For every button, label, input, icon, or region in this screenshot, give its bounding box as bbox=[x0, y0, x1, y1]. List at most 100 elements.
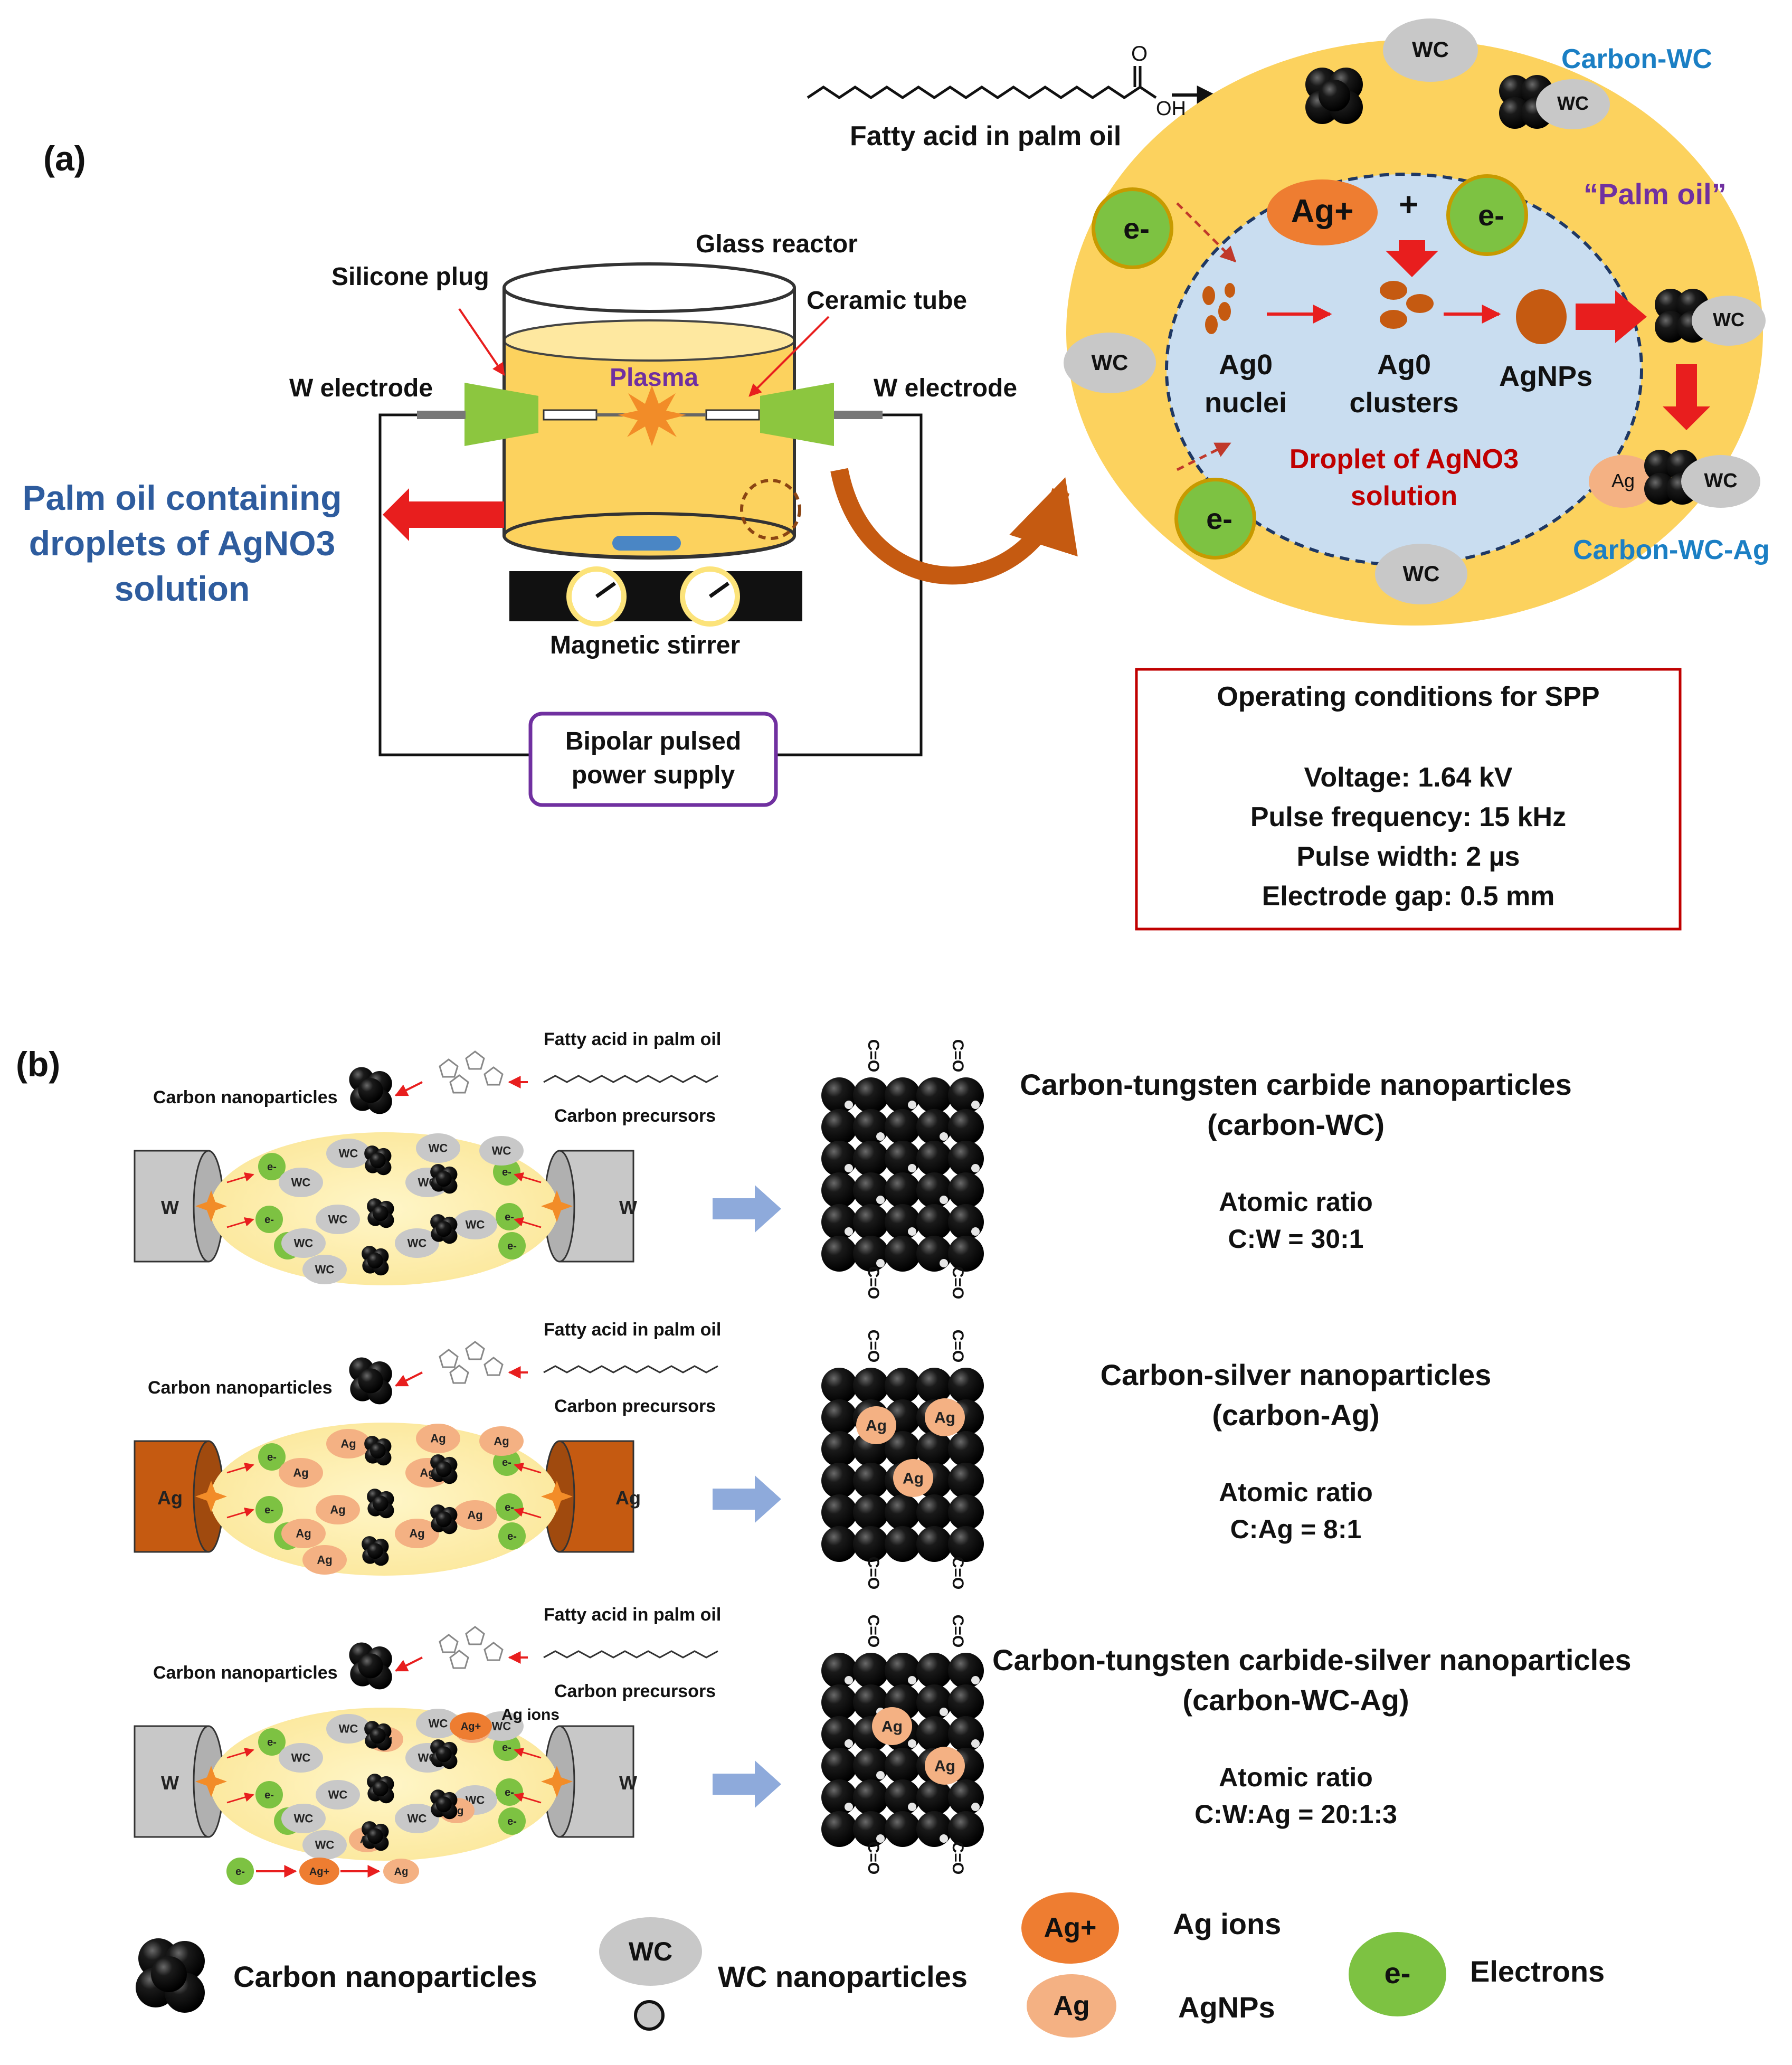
wc-dot bbox=[940, 1834, 948, 1843]
ag0-clusters bbox=[1380, 281, 1434, 329]
carbon-sphere bbox=[821, 1399, 857, 1435]
carbonyl-group: C=O bbox=[949, 1039, 966, 1073]
svg-text:e-: e- bbox=[502, 1457, 511, 1469]
carbon-sphere bbox=[948, 1684, 984, 1720]
electrode-label: Ag bbox=[157, 1487, 183, 1509]
carbon-sphere bbox=[916, 1141, 952, 1177]
carbon-nanoparticle-icon bbox=[430, 1164, 458, 1194]
wc-badge: WC bbox=[279, 1168, 323, 1197]
carbon-sphere bbox=[885, 1811, 921, 1847]
legend-wc-badge-label: WC bbox=[628, 1937, 673, 1966]
carbonyl-group: C=O bbox=[949, 1330, 966, 1363]
carbon-nanoparticles-label: Carbon nanoparticles bbox=[153, 1663, 338, 1683]
arrow-palm-oil-out bbox=[383, 488, 504, 541]
legend-graphics bbox=[634, 2000, 665, 2031]
electron-badge: e- bbox=[255, 1496, 283, 1523]
carbon-precursor-ring bbox=[465, 1626, 485, 1645]
svg-text:Ag: Ag bbox=[467, 1509, 482, 1522]
w-electrode-left-label: W electrode bbox=[289, 374, 433, 402]
wc-badge: WC bbox=[479, 1136, 524, 1166]
wc-badge: WC bbox=[316, 1780, 360, 1810]
silicone-plug-left bbox=[464, 383, 538, 446]
silicone-plug-right bbox=[760, 383, 834, 446]
ag-ion-badge: Ag+ bbox=[299, 1858, 339, 1885]
plus-sign: + bbox=[1399, 185, 1419, 223]
carbon-sphere bbox=[821, 1077, 857, 1113]
carbon-sphere bbox=[948, 1172, 984, 1208]
spark-icon bbox=[541, 1766, 573, 1797]
electron-badge: e- bbox=[258, 1728, 286, 1756]
oxygen-atom: O bbox=[1131, 42, 1148, 65]
w-electrode-right-label: W electrode bbox=[874, 374, 1018, 402]
arrow-to-product bbox=[713, 1760, 781, 1808]
carbon-sphere bbox=[821, 1494, 857, 1530]
fatty-acid-label: Fatty acid in palm oil bbox=[544, 1029, 722, 1049]
condition-width: Pulse width: 2 µs bbox=[1296, 841, 1520, 872]
agnp-particle bbox=[1516, 289, 1567, 344]
carbon-nanoparticle-icon bbox=[349, 1642, 392, 1690]
electron-badge-bottom-label: e- bbox=[1206, 502, 1232, 535]
wc-dot bbox=[845, 1739, 853, 1748]
ag0-nuclei bbox=[1202, 283, 1235, 334]
carbon-sphere bbox=[853, 1526, 889, 1562]
product-title: Carbon-tungsten carbide-silver nanoparti… bbox=[992, 1643, 1632, 1676]
atomic-ratio-label: Atomic ratio bbox=[1219, 1763, 1373, 1792]
carbon-sphere bbox=[885, 1368, 921, 1404]
carbon-nanoparticles-label: Carbon nanoparticles bbox=[148, 1378, 333, 1398]
carbon-sphere bbox=[948, 1653, 984, 1689]
atomic-ratio-label: Atomic ratio bbox=[1219, 1187, 1373, 1217]
arrow-to-product bbox=[713, 1185, 781, 1233]
carbon-sphere bbox=[821, 1109, 857, 1145]
carbon-nanoparticle-icon bbox=[364, 1721, 392, 1751]
carbonyl-group: C=O bbox=[865, 1330, 882, 1363]
plasma-label: Plasma bbox=[610, 364, 699, 392]
palm-oil-label: “Palm oil” bbox=[1584, 177, 1727, 211]
magnetic-stirrer bbox=[509, 571, 802, 621]
atomic-ratio-value: C:Ag = 8:1 bbox=[1230, 1514, 1362, 1544]
carbon-sphere bbox=[948, 1368, 984, 1404]
magnetic-stirrer-label: Magnetic stirrer bbox=[550, 631, 741, 659]
wc-dot bbox=[845, 1676, 853, 1684]
agnp-badge: Ag bbox=[856, 1406, 896, 1444]
svg-text:WC: WC bbox=[291, 1751, 311, 1765]
wc-attached-3 bbox=[1681, 455, 1760, 508]
carbon-sphere bbox=[916, 1204, 952, 1240]
agnp-badge: Ag bbox=[872, 1707, 912, 1745]
carbon-sphere bbox=[853, 1463, 889, 1499]
carbon-sphere bbox=[948, 1431, 984, 1467]
electron-badge: e- bbox=[496, 1203, 523, 1230]
carbonyl-group: C=O bbox=[949, 1266, 966, 1300]
svg-text:WC: WC bbox=[429, 1717, 448, 1730]
carbon-nanoparticle-icon bbox=[367, 1489, 394, 1519]
carbon-sphere bbox=[885, 1236, 921, 1272]
legend-ag-ion-badge bbox=[1021, 1892, 1119, 1964]
atomic-ratio-value: C:W = 30:1 bbox=[1228, 1224, 1364, 1254]
svg-text:Ag: Ag bbox=[903, 1470, 924, 1488]
arrow-to-product bbox=[713, 1475, 781, 1523]
glass-reactor-label: Glass reactor bbox=[696, 230, 858, 258]
legend-ag-ions-label: Ag ions bbox=[1173, 1907, 1282, 1940]
svg-text:WC: WC bbox=[315, 1263, 335, 1276]
carbon-precursor-ring bbox=[465, 1050, 485, 1070]
hydroxyl-group: OH bbox=[1156, 98, 1186, 120]
carbon-sphere bbox=[948, 1077, 984, 1113]
carbon-sphere bbox=[948, 1141, 984, 1177]
svg-text:WC: WC bbox=[291, 1176, 311, 1189]
svg-text:e-: e- bbox=[505, 1502, 514, 1513]
product-subtitle: (carbon-Ag) bbox=[1212, 1398, 1380, 1432]
carbon-precursor-ring bbox=[483, 1642, 504, 1661]
carbon-sphere bbox=[916, 1526, 952, 1562]
electron-badge: e- bbox=[255, 1206, 283, 1233]
svg-text:WC: WC bbox=[407, 1812, 427, 1825]
wc-badge: WC bbox=[416, 1709, 460, 1738]
electron-badge: e- bbox=[226, 1858, 254, 1885]
svg-text:Ag: Ag bbox=[293, 1466, 308, 1480]
carbonyl-group: C=O bbox=[949, 1615, 966, 1648]
svg-text:Ag: Ag bbox=[934, 1409, 955, 1427]
spark-icon bbox=[541, 1481, 573, 1512]
ag-ion-badge-label: Ag+ bbox=[1291, 193, 1354, 230]
wc-dot bbox=[876, 1132, 885, 1141]
carbon-nanoparticle-icon bbox=[430, 1214, 458, 1244]
